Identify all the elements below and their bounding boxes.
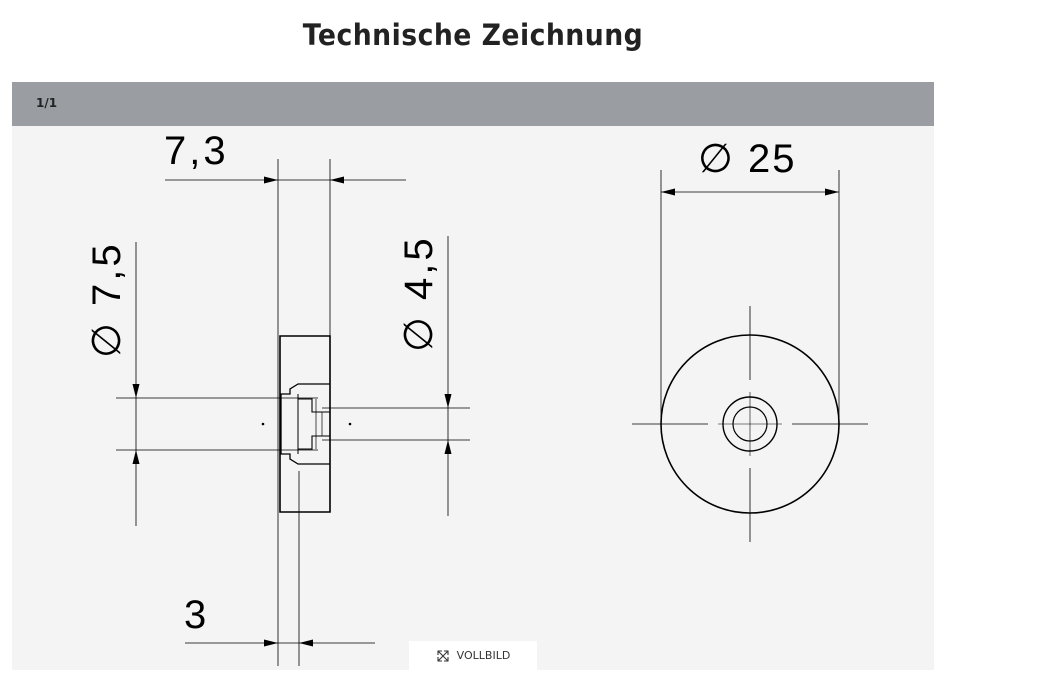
expand-arrows-icon <box>436 649 450 663</box>
dimension-diameter-7-5: ∅ 7,5 <box>85 241 140 526</box>
dimension-label-3: 3 <box>184 593 206 637</box>
front-view <box>632 170 868 542</box>
dimension-label-7-3: 7,3 <box>164 129 229 173</box>
dimension-diameter-25: ∅ 25 <box>661 137 839 196</box>
drawing-viewer: 1/1 <box>12 82 934 670</box>
fullscreen-label: VOLLBILD <box>456 649 511 662</box>
dimension-width-flange: 3 <box>184 593 375 647</box>
dimension-width-total: 7,3 <box>164 129 406 184</box>
side-view <box>116 159 470 666</box>
page-title: Technische Zeichnung <box>302 18 644 52</box>
technical-drawing: 7,3 3 ∅ 7,5 ∅ 4,5 <box>12 126 934 670</box>
dimension-label-diameter-4-5: ∅ 4,5 <box>397 235 441 352</box>
page-counter: 1/1 <box>36 96 58 110</box>
dimension-label-diameter-7-5: ∅ 7,5 <box>85 241 129 358</box>
fullscreen-button[interactable]: VOLLBILD <box>409 641 537 670</box>
dimension-label-diameter-25: ∅ 25 <box>698 137 796 181</box>
dimension-diameter-4-5: ∅ 4,5 <box>397 235 452 516</box>
viewer-header: 1/1 <box>12 82 934 126</box>
